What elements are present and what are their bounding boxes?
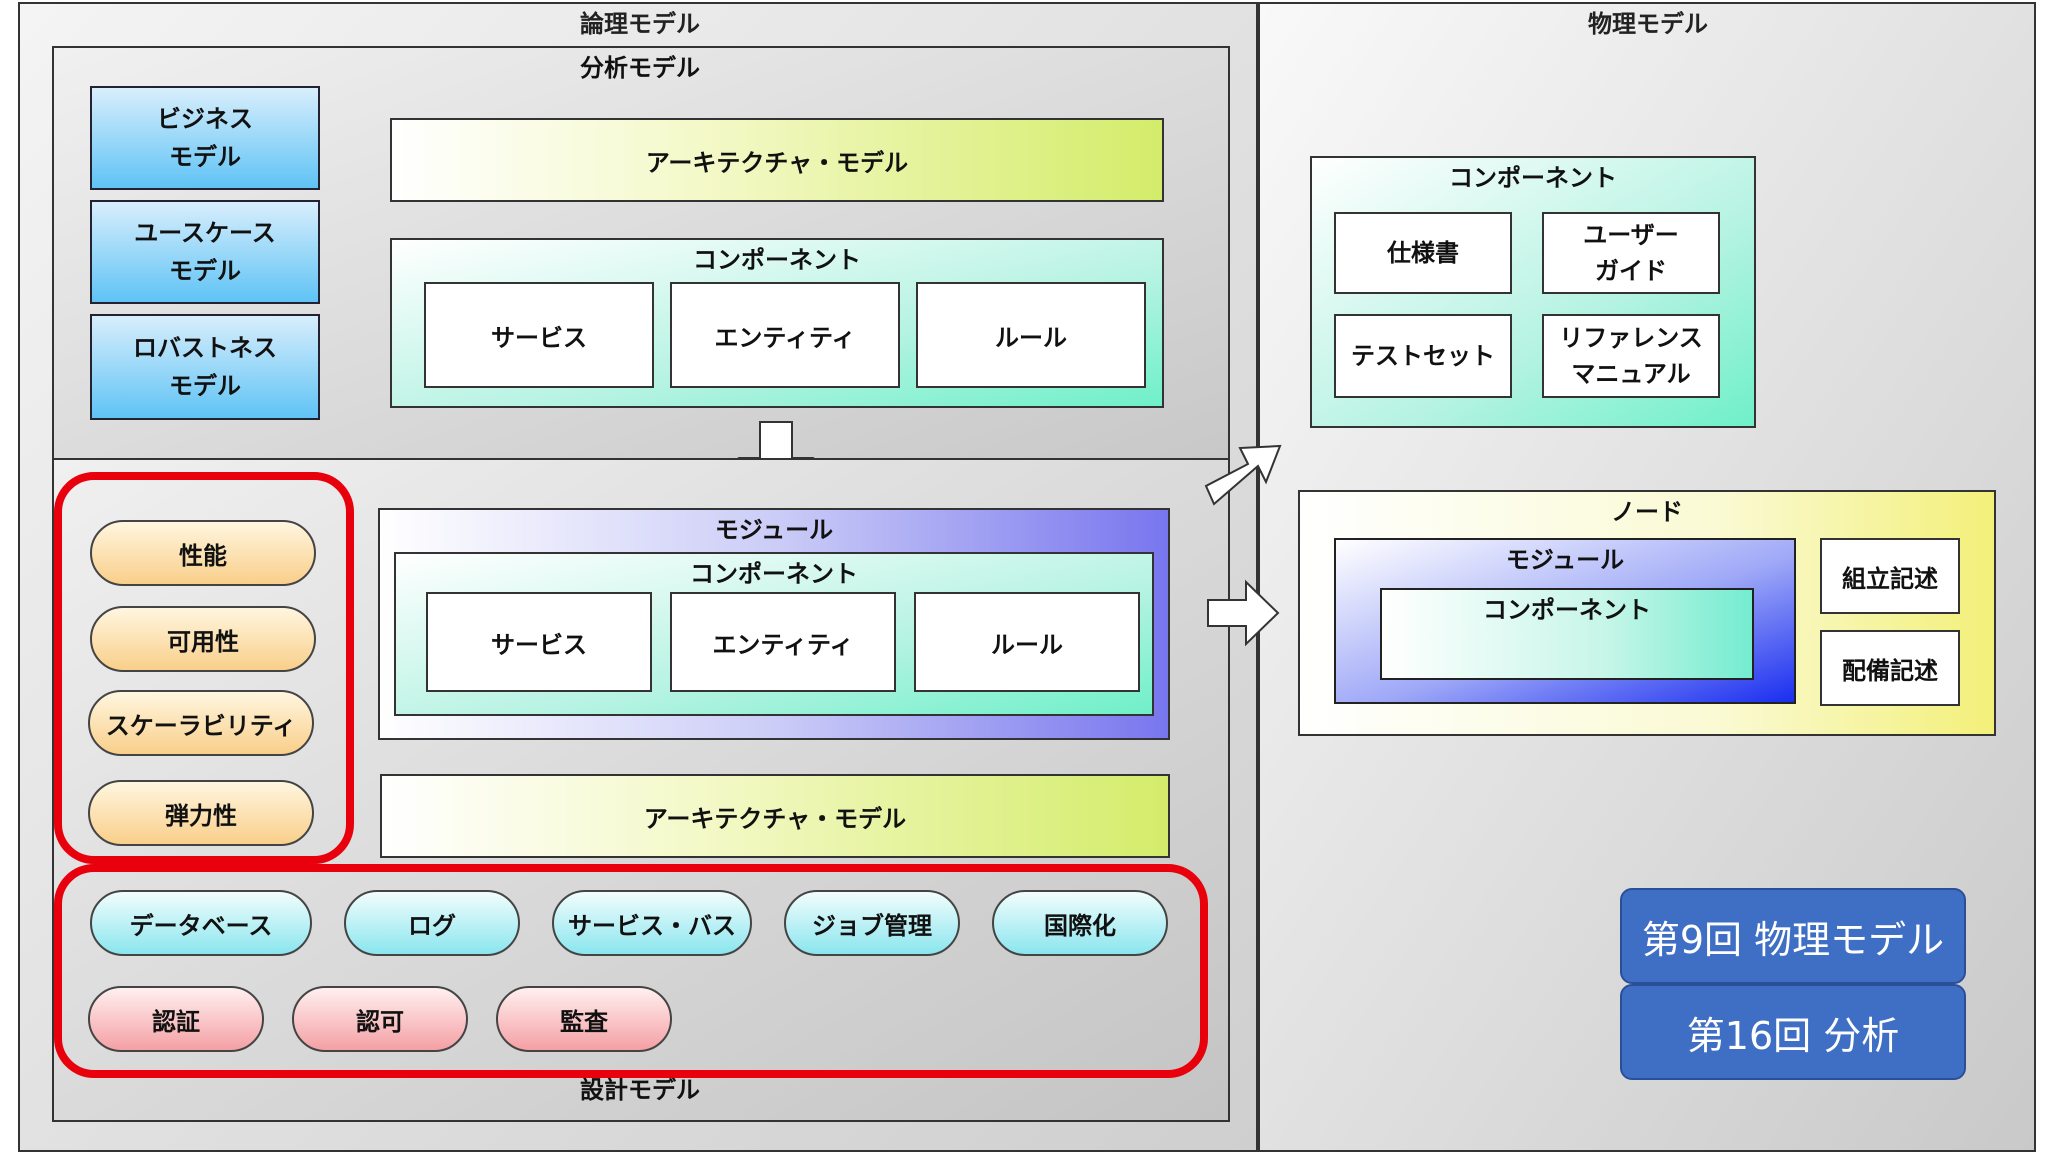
arrow-right-icon: [1207, 579, 1280, 647]
analysis-service-box: サービス: [424, 282, 654, 388]
design-module-title: モジュール: [714, 515, 834, 544]
physical-component-title: コンポーネント: [1449, 163, 1617, 192]
specification-box: 仕様書: [1334, 212, 1512, 294]
node-title: ノード: [1611, 497, 1683, 526]
design-rule-box: ルール: [914, 592, 1140, 692]
business-model-box: ビジネス モデル: [90, 86, 320, 190]
node-component-title: コンポーネント: [1483, 595, 1651, 624]
internationalization-pill: 国際化: [992, 890, 1168, 956]
availability-pill: 可用性: [90, 606, 316, 672]
scalability-pill: スケーラビリティ: [88, 690, 314, 756]
design-model-title: 設計モデル: [580, 1075, 700, 1104]
job-management-pill: ジョブ管理: [784, 890, 960, 956]
user-guide-box: ユーザー ガイド: [1542, 212, 1720, 294]
design-architecture-model-bar: アーキテクチャ・モデル: [380, 774, 1170, 858]
analysis-rule-box: ルール: [916, 282, 1146, 388]
analysis-entity-box: エンティティ: [670, 282, 900, 388]
analysis-component-title: コンポーネント: [693, 245, 861, 274]
node-module-title: モジュール: [1505, 545, 1625, 574]
analysis-model-title: 分析モデル: [580, 53, 700, 82]
analysis-lesson-button[interactable]: 第16回 分析: [1620, 984, 1966, 1080]
physical-model-lesson-button[interactable]: 第9回 物理モデル: [1620, 888, 1966, 984]
assembly-description-box: 組立記述: [1820, 538, 1960, 614]
design-entity-box: エンティティ: [670, 592, 896, 692]
logical-model-title: 論理モデル: [580, 9, 700, 38]
service-bus-pill: サービス・バス: [552, 890, 752, 956]
node-component-box: [1380, 588, 1754, 680]
usecase-model-box: ユースケース モデル: [90, 200, 320, 304]
quality-attributes-highlight: [54, 472, 354, 864]
database-pill: データベース: [90, 890, 312, 956]
log-pill: ログ: [344, 890, 520, 956]
authorization-pill: 認可: [292, 986, 468, 1052]
analysis-architecture-model-bar: アーキテクチャ・モデル: [390, 118, 1164, 202]
reference-manual-box: リファレンス マニュアル: [1542, 314, 1720, 398]
robustness-model-box: ロバストネス モデル: [90, 314, 320, 420]
performance-pill: 性能: [90, 520, 316, 586]
physical-model-title: 物理モデル: [1588, 9, 1708, 38]
infrastructure-highlight: [54, 864, 1208, 1078]
audit-pill: 監査: [496, 986, 672, 1052]
deployment-description-box: 配備記述: [1820, 630, 1960, 706]
arrow-right-up-icon: [1204, 444, 1282, 506]
design-service-box: サービス: [426, 592, 652, 692]
design-component-title: コンポーネント: [690, 559, 858, 588]
elasticity-pill: 弾力性: [88, 780, 314, 846]
authentication-pill: 認証: [88, 986, 264, 1052]
test-set-box: テストセット: [1334, 314, 1512, 398]
